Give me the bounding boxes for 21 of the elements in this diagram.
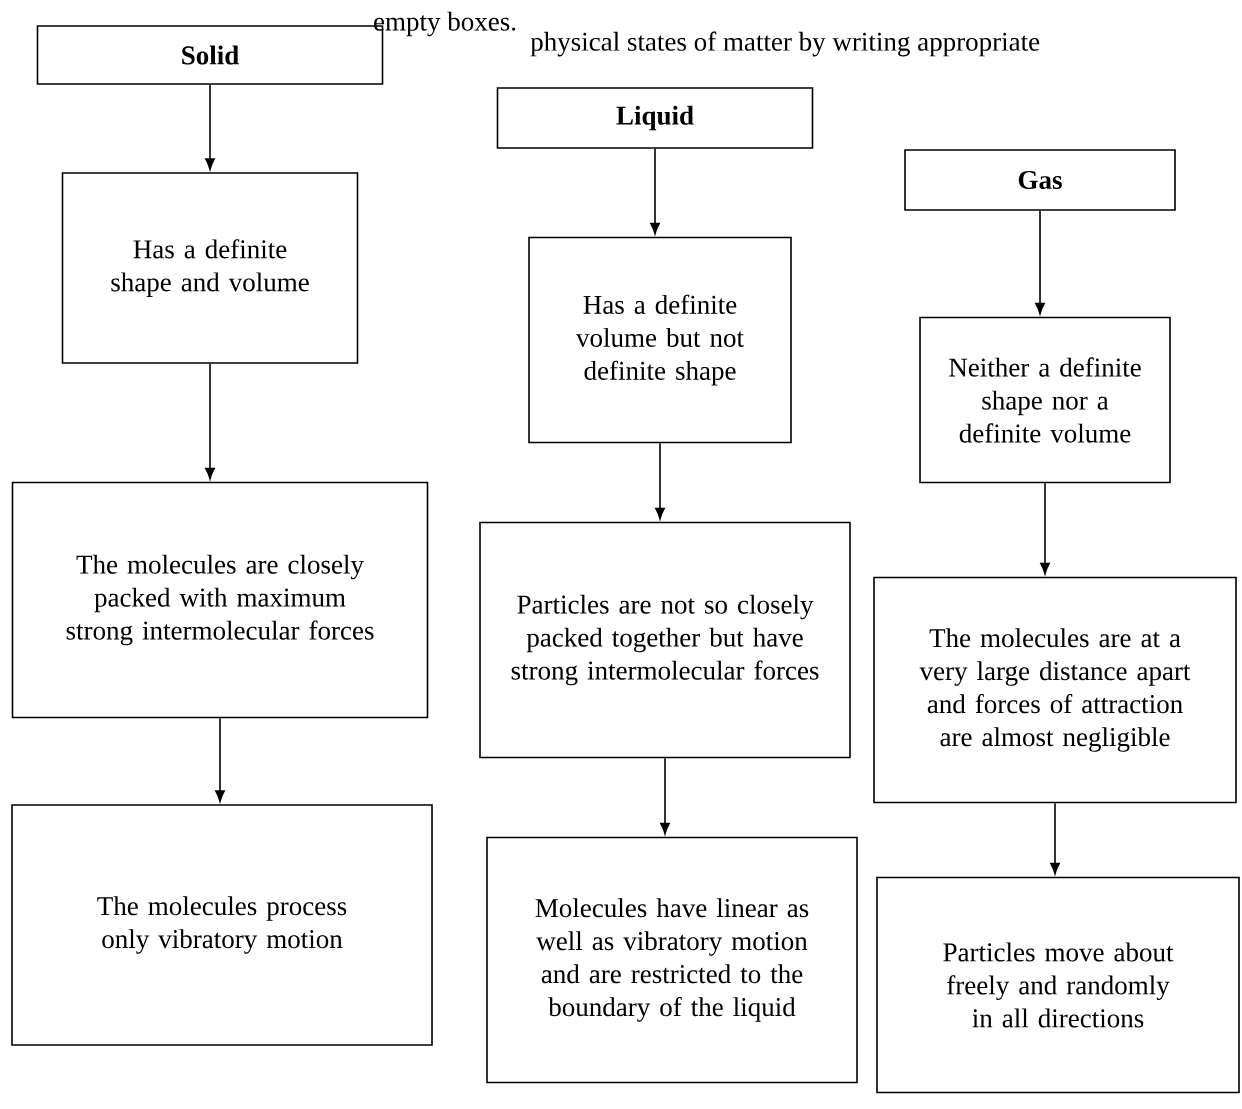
- arrow: [1050, 802, 1060, 875]
- arrow: [650, 148, 660, 235]
- description-box: The molecules process only vibratory motion: [11, 804, 433, 1046]
- description-box: Particles move about freely and randomly in all directions: [876, 876, 1240, 1094]
- arrow: [1035, 210, 1045, 315]
- arrow: [655, 442, 665, 520]
- description-box: Has a definite volume but not definite shape: [528, 236, 792, 444]
- description-box: Neither a definite shape nor a definite volume: [919, 316, 1171, 484]
- arrow: [205, 363, 215, 480]
- description-box: Particles are not so closely packed together but have strong intermolecular forces: [479, 521, 851, 759]
- arrow: [215, 717, 225, 802]
- arrow: [660, 757, 670, 835]
- description-box: The molecules are closely packed with maximum strong intermolecular forces: [11, 481, 429, 719]
- description-box: Has a definite shape and volume: [61, 172, 359, 364]
- state-heading-box: Gas: [904, 149, 1176, 211]
- description-box: Molecules have linear as well as vibratory motion and are restricted to the boundary of the liquid: [486, 836, 858, 1084]
- arrow: [205, 84, 215, 170]
- arrow: [1040, 482, 1050, 575]
- description-box: The molecules are at a very large distance apart and forces of attraction are almost negligible: [873, 576, 1237, 804]
- state-heading-box: Liquid: [496, 87, 814, 149]
- instruction-text: physical states of matter by writing appropriate: [530, 31, 1040, 57]
